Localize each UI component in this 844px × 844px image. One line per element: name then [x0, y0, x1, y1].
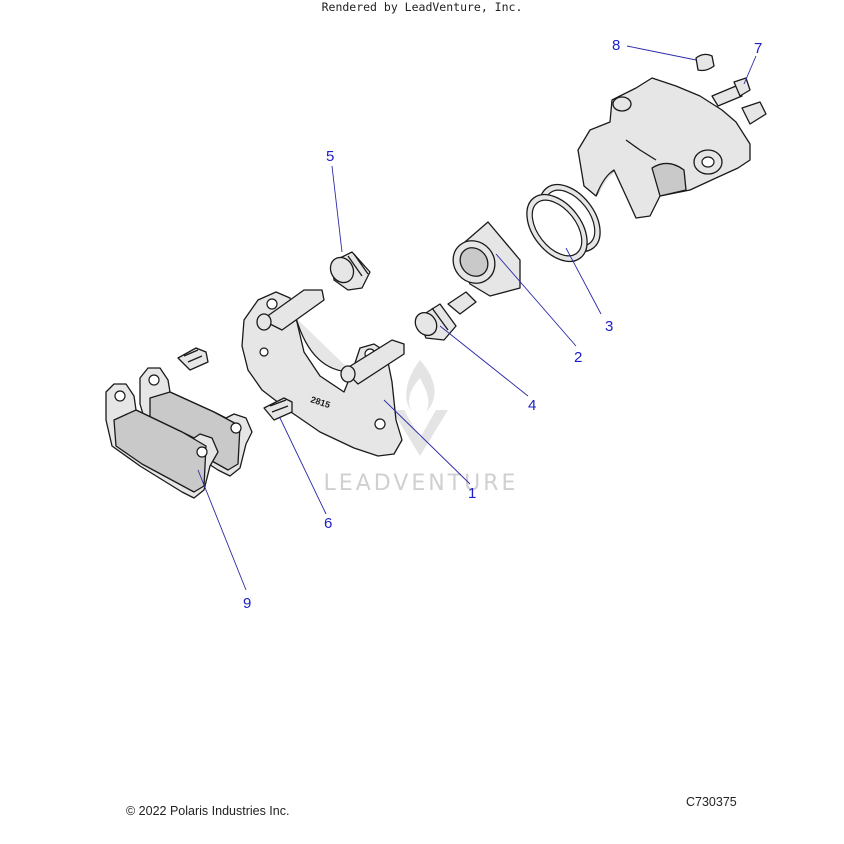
- part-2-piston[interactable]: [445, 221, 521, 297]
- part-5-pin-boot[interactable]: [326, 251, 371, 291]
- watermark-flame-icon: [406, 360, 435, 412]
- part-4-guide-pin[interactable]: [411, 291, 477, 341]
- part-8-bleeder-cap[interactable]: [695, 53, 715, 72]
- callout-2[interactable]: 2: [574, 349, 582, 366]
- callout-6[interactable]: 6: [324, 515, 332, 532]
- watermark-text: LEADVENTURE: [324, 471, 519, 496]
- caliper-housing[interactable]: [577, 77, 751, 219]
- copyright-notice: © 2022 Polaris Industries Inc.: [126, 804, 290, 818]
- part-3-piston-seals[interactable]: [515, 173, 613, 272]
- part-7-bleeder-screw[interactable]: [711, 77, 767, 125]
- drawing-code: C730375: [686, 795, 737, 809]
- callout-8[interactable]: 8: [612, 37, 620, 54]
- rendered-by-credit: Rendered by LeadVenture, Inc.: [321, 0, 523, 14]
- callout-5[interactable]: 5: [326, 148, 334, 165]
- callout-3[interactable]: 3: [605, 318, 613, 335]
- part-9-brake-pads[interactable]: [105, 367, 253, 499]
- callout-4[interactable]: 4: [528, 397, 536, 414]
- part-1-caliper-bracket[interactable]: 2815: [241, 289, 405, 457]
- leader-lines: [197, 45, 757, 591]
- callout-9[interactable]: 9: [243, 595, 251, 612]
- callout-7[interactable]: 7: [754, 40, 762, 57]
- callout-labels: 8 7 5 3 2 4 1 6 9: [243, 37, 762, 612]
- part-6-pad-clips[interactable]: [177, 347, 293, 421]
- callout-1[interactable]: 1: [468, 485, 476, 502]
